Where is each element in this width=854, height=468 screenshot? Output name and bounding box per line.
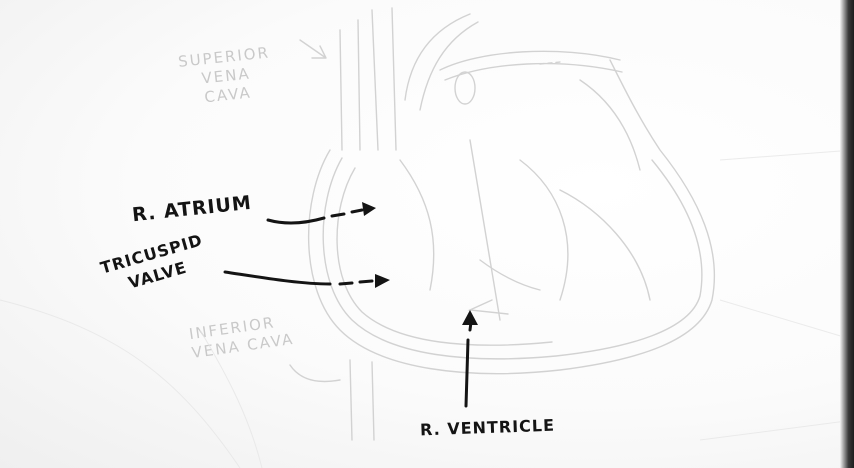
pulmonary-artery-inner — [444, 62, 623, 81]
tricuspid-arrowhead — [375, 274, 390, 288]
ventricle-wall — [519, 159, 569, 301]
aortic-arch-inner — [419, 21, 479, 111]
heart-outline-outer — [307, 59, 716, 375]
vessel-opening — [454, 71, 476, 105]
vessel-wall — [391, 7, 397, 151]
left-atrium-wall — [579, 79, 641, 171]
r-atrium-arrow-line — [266, 216, 326, 225]
svc-wall-left — [339, 29, 343, 151]
frame-edge — [840, 0, 854, 468]
left-ventricle-wall — [559, 189, 651, 301]
papillary-muscle — [479, 259, 541, 291]
heart-wall-line — [336, 167, 553, 346]
tricuspid-arrow-line — [223, 270, 332, 286]
svc-wall-right — [357, 19, 361, 151]
r-atrium-arrow-dashes — [330, 208, 364, 218]
pulmonary-artery — [439, 50, 621, 71]
r-atrium-arrowhead — [362, 202, 376, 216]
svc-label: SUPERIOR VENA CAVA — [177, 43, 274, 109]
dashed-mark — [539, 61, 561, 65]
atrium-wall — [399, 159, 435, 291]
ivc-arrow-faint — [289, 364, 341, 383]
r-ventricle-arrowhead — [462, 310, 478, 325]
heart-outline-inner — [322, 157, 703, 360]
vessel-wall — [371, 9, 379, 151]
tricuspid-arrow-dashes — [338, 279, 374, 286]
r-ventricle-arrow-line — [464, 338, 470, 408]
aortic-arch-outer — [404, 13, 471, 101]
ivc-wall-right — [371, 361, 375, 441]
papillary-hint — [467, 299, 509, 315]
svc-arrow-faint — [299, 39, 327, 59]
septum — [469, 139, 501, 321]
ivc-wall-left — [349, 359, 353, 441]
r-ventricle-label: R. VENTRICLE — [419, 415, 556, 440]
